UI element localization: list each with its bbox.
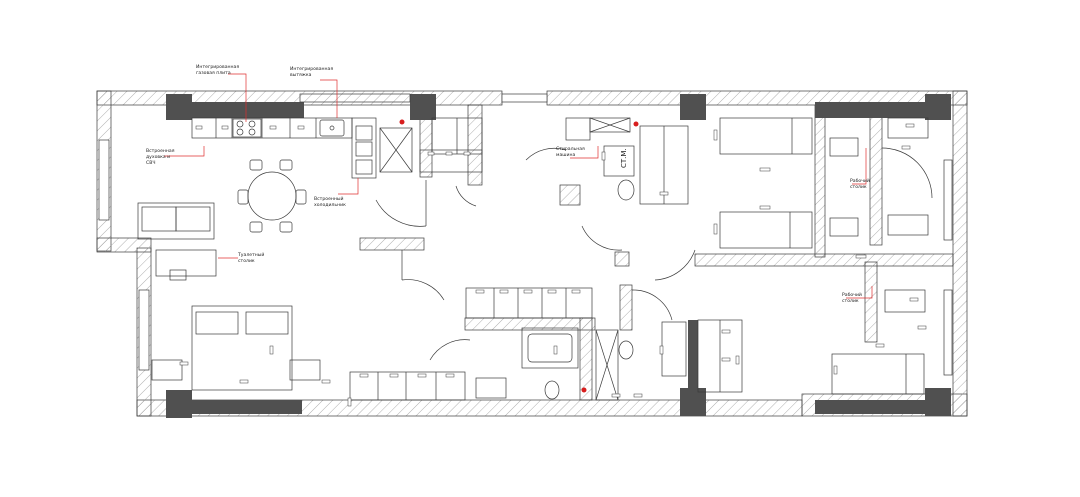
built-in-fridge [379,127,413,173]
label-fridge: Встроенный холодильник [314,195,346,208]
dining-table [247,171,297,221]
red-dot [633,121,639,127]
label-oven-mw: Встроенная духовка и СВЧ [146,148,176,166]
red-dots [399,119,639,393]
bedroom-kids [719,117,933,249]
labels: Интегрированная газовая плита Интегриров… [146,64,871,304]
annotation-leaders [164,73,873,299]
red-dot [399,119,405,125]
label-washer-mark: СТ.М. [620,148,628,168]
dining-area [137,159,307,240]
dimension-marks [179,123,927,407]
toilet-lower [544,380,560,400]
bedroom-lower-right [631,249,926,395]
sofa [137,202,215,240]
label-washing-machine: Стиральная машина [556,146,586,158]
bathroom-lower [475,327,634,401]
gas-hob [232,118,262,138]
bathroom-upper [565,117,689,251]
structural-columns [166,94,951,418]
hall [375,147,567,301]
bed-middle [719,211,813,249]
label-desk-1: Рабочий столик [850,177,871,190]
bed-lower-right [831,353,925,395]
label-hood: Интегрированная вытяжка [290,66,335,78]
washing-machine [603,145,635,177]
kitchen [191,117,483,179]
label-dressing-table: Туалетный столик [237,251,266,264]
master-bedroom [151,249,466,401]
kitchen-sink [319,119,345,137]
bathtub [521,327,579,369]
toilet-upper [617,179,635,201]
closets-central [429,287,593,361]
bed-upper [719,117,813,155]
windows [98,93,953,376]
label-gas-hob: Интегрированная газовая плита [196,64,241,76]
red-dot [581,387,587,393]
toilet-second [618,340,634,360]
double-bed [191,305,293,391]
wardrobe [349,371,466,401]
label-desk-2: Рабочий столик [842,291,863,304]
